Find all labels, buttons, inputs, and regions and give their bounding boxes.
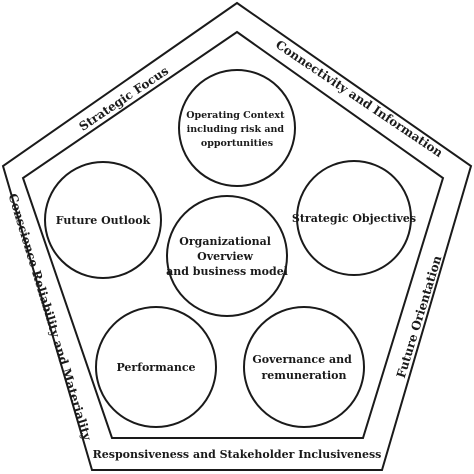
edge-label-responsiveness: Responsiveness and Stakeholder Inclusive… <box>93 448 382 461</box>
circle-performance: Performance <box>95 306 217 428</box>
edge-label-future-orientation: Future Orientation <box>394 254 445 380</box>
circle-future-outlook: Future Outlook <box>44 161 162 279</box>
inner-pentagon <box>21 30 445 439</box>
svg-text:Future Outlook: Future Outlook <box>56 214 151 227</box>
svg-text:Operating Context includ: Operating Context including risk and opp… <box>186 110 288 149</box>
circle-strategic-objectives: Strategic Objectives <box>292 160 416 276</box>
svg-text:Strategic Objectives: Strategic Objectives <box>292 212 416 225</box>
edge-label-strategic-focus: Strategic Focus <box>76 64 171 134</box>
svg-text:Organizational Overview: Organizational Overview and business mod… <box>166 235 288 278</box>
circle-organizational-overview: Organizational Overview and business mod… <box>166 195 288 317</box>
edge-label-connectivity: Connectivity and Information <box>273 37 446 160</box>
circle-operating-context: Operating Context including risk and opp… <box>178 69 296 187</box>
svg-text:Governance and remunerat: Governance and remuneration <box>252 353 355 382</box>
svg-text:Performance: Performance <box>116 361 195 374</box>
circle-governance: Governance and remuneration <box>243 306 365 428</box>
